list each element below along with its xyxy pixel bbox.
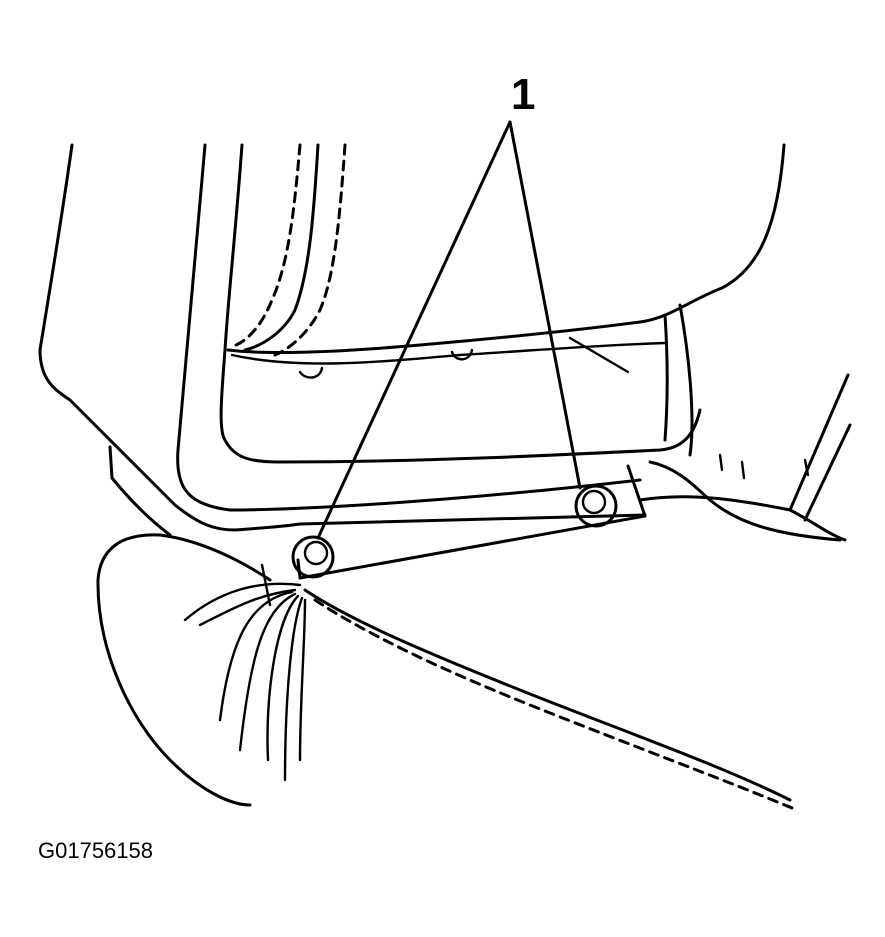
conduit-dashed bbox=[234, 143, 347, 357]
figure-id: G01756158 bbox=[38, 838, 153, 863]
bolt-right bbox=[574, 484, 618, 528]
bolt-left bbox=[291, 535, 335, 579]
mounting-bracket bbox=[296, 464, 647, 580]
center-panel bbox=[176, 143, 786, 512]
callout-label: 1 bbox=[511, 70, 536, 119]
lower-cover bbox=[96, 533, 272, 807]
callout-leader-lines bbox=[316, 120, 582, 540]
structure-right bbox=[638, 373, 852, 542]
housing-left bbox=[38, 143, 647, 537]
wire-harness bbox=[183, 563, 794, 810]
